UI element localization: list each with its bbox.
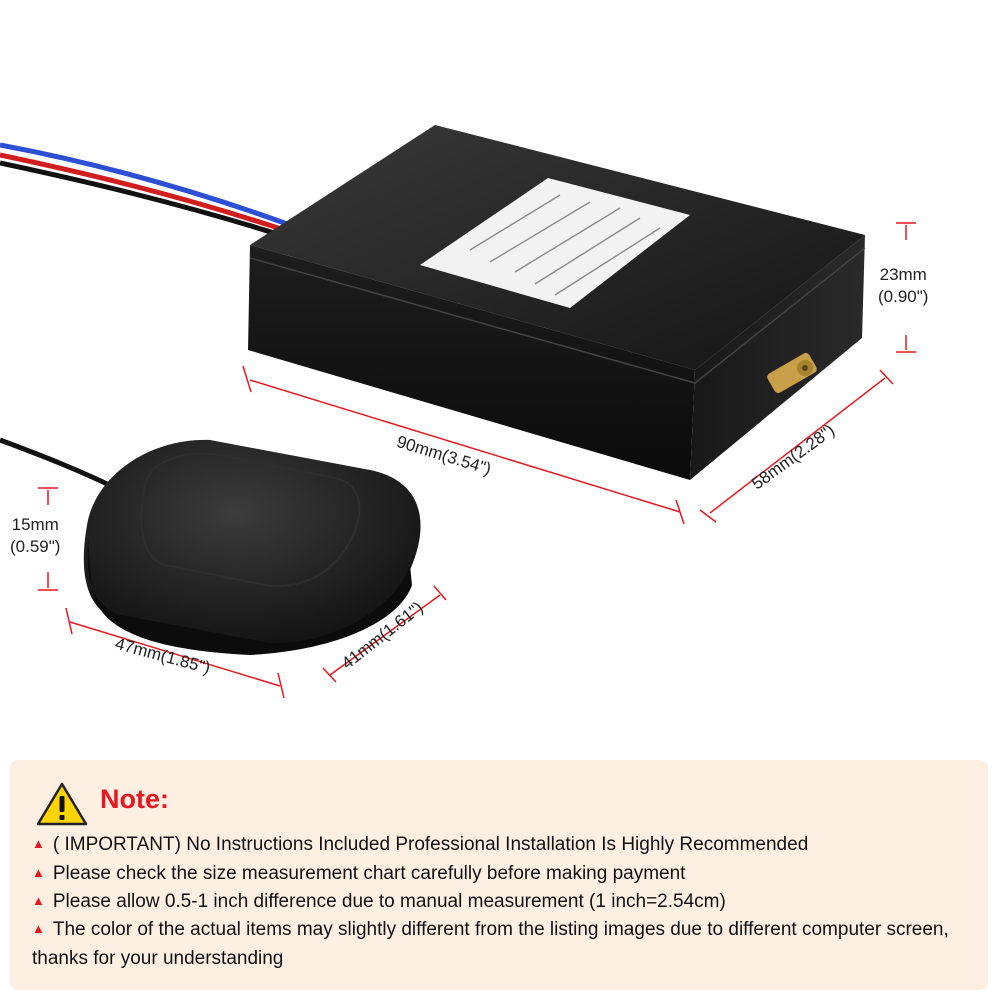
cable-wires [0, 142, 291, 241]
note-item-text: ( IMPORTANT) No Instructions Included Pr… [52, 834, 809, 855]
product-photo [0, 125, 916, 699]
sma-connector [767, 352, 817, 394]
note-item-text: The color of the actual items may slight… [32, 919, 949, 969]
red-triangle-bullet-icon: ▲ [32, 865, 45, 880]
box-label-text [469, 194, 661, 296]
note-item-text: Please check the size measurement chart … [52, 863, 686, 884]
dimension-arrows [38, 222, 916, 699]
module-box [248, 125, 866, 480]
note-item-1: ▲ ( IMPORTANT) No Instructions Included P… [32, 831, 977, 860]
note-title: Note: [100, 784, 169, 814]
note-item-2: ▲ Please check the size measurement chart… [32, 860, 977, 889]
box-height-label: 23mm (0.90") [878, 264, 928, 308]
antenna-height-mm: 15mm [11, 515, 59, 534]
note-panel: Note: ▲ ( IMPORTANT) No Instructions Incl… [10, 760, 988, 990]
red-triangle-bullet-icon: ▲ [32, 893, 45, 908]
note-item-text: Please allow 0.5-1 inch difference due t… [52, 891, 726, 912]
red-triangle-bullet-icon: ▲ [32, 921, 45, 936]
note-item-3: ▲ Please allow 0.5-1 inch difference due … [32, 888, 977, 917]
antenna-height-label: 15mm (0.59") [10, 514, 60, 558]
antenna-height-in: (0.59") [10, 537, 61, 556]
box-height-mm: 23mm [879, 265, 927, 284]
red-triangle-bullet-icon: ▲ [32, 836, 45, 851]
box-height-in: (0.90") [878, 287, 929, 306]
gps-antenna [0, 437, 421, 655]
warning-triangle-icon [36, 782, 88, 826]
note-item-4: ▲The color of the actual items may sligh… [32, 916, 977, 973]
box-label-sticker [420, 178, 690, 308]
